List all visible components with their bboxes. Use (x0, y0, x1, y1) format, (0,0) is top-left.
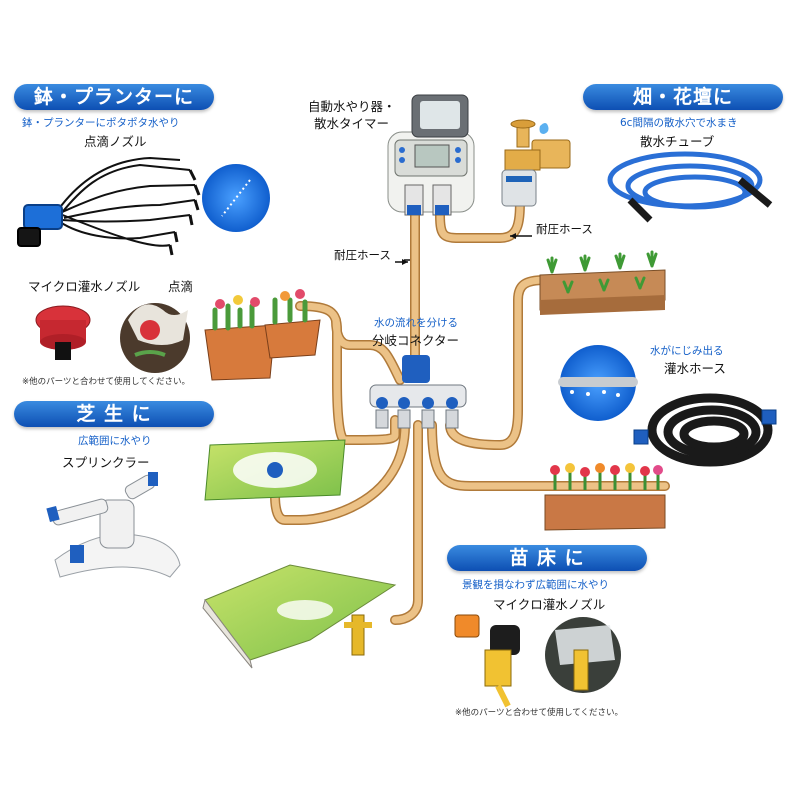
hose-network (270, 190, 670, 625)
seedbed-product-label: マイクロ灌水ノズル (493, 597, 606, 612)
soaker-caption: 水がにじみ出る (650, 345, 724, 357)
hose-label-left: 耐圧ホース (334, 248, 391, 262)
category-title-pots: 鉢・プランターに (14, 84, 214, 110)
drip-nozzle-illustration (17, 156, 201, 256)
splitter-name: 分岐コネクター (372, 333, 460, 348)
seedbed-illustration (202, 564, 397, 669)
splitter-caption: 水の流れを分ける (374, 317, 458, 329)
lawn-bed-illustration (204, 439, 346, 501)
lawn-subtitle: 広範囲に水やり (78, 435, 152, 447)
flower-bed-illustration (544, 463, 666, 531)
pots-product-label: 点滴ノズル (84, 134, 147, 149)
field-product-label: 散水チューブ (640, 134, 715, 149)
hose-left-arrow-icon-2 (395, 259, 408, 265)
hose-right-arrow-icon (510, 233, 532, 239)
soaker-photo-circle (558, 345, 638, 421)
micro-nozzle-photo-circle (545, 617, 621, 693)
faucet-illustration (501, 119, 571, 207)
seedbed-note: ※他のパーツと合わせて使用してください。 (455, 708, 623, 718)
splitter-illustration (369, 355, 467, 429)
pots-subtitle: 鉢・プランターにポタポタ水やり (22, 117, 180, 129)
category-title-seedbed: 苗 床 に (447, 545, 647, 571)
category-title-lawn: 芝 生 に (14, 401, 214, 427)
drip-photo-circle (120, 303, 190, 373)
soaker-name: 灌水ホース (664, 361, 726, 376)
hose-label-right: 耐圧ホース (536, 222, 593, 236)
micro-nozzle-red-illustration (35, 305, 91, 360)
black-hose-illustration (633, 393, 777, 467)
lawn-product-label: スプリンクラー (62, 455, 150, 470)
sprinkler-illustration (46, 472, 181, 578)
water-drop-circle-icon (202, 164, 270, 232)
pots-extra-left-label: マイクロ灌水ノズル (28, 279, 141, 294)
pots-extra-right-label: 点滴 (168, 279, 194, 294)
soaker-tube-illustration (607, 151, 773, 223)
planter-illustration (204, 289, 321, 381)
micro-nozzle-yellow-illustration (454, 614, 520, 708)
timer-illustration (387, 94, 475, 216)
vegetable-bed-illustration (539, 250, 666, 315)
timer-label-line2: 散水タイマー (314, 116, 390, 131)
seedbed-subtitle: 景観を損なわず広範囲に水やり (462, 579, 609, 591)
pots-note: ※他のパーツと合わせて使用してください。 (22, 377, 190, 387)
timer-label-line1: 自動水やり器・ (308, 99, 396, 114)
field-subtitle: 6c間隔の散水穴で水まき (620, 117, 738, 129)
category-title-field: 畑・花壇に (583, 84, 783, 110)
